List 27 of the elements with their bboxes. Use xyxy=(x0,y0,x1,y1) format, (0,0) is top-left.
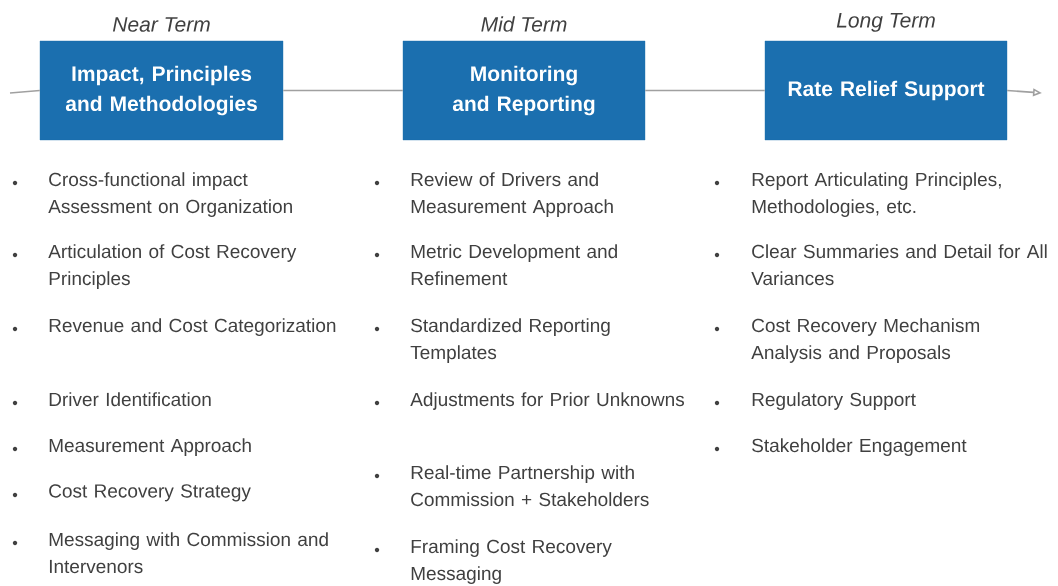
bullet-item: Real-time Partnership with Commission + Stakeholders xyxy=(374,465,649,507)
connector-line xyxy=(282,89,404,92)
bullet-item: Standardized Reporting Templates xyxy=(374,318,610,363)
bullet-item: Report Articulating Principles, Methodologies, etc. xyxy=(714,172,1001,217)
term-heading: Long Term xyxy=(836,13,935,32)
bullet-item: Clear Summaries and Detail for All Variances xyxy=(714,244,1047,286)
term-heading: Mid Term xyxy=(481,16,567,32)
term-box: Monitoring and Reporting xyxy=(402,40,646,141)
bullet-item: Driver Identification xyxy=(12,392,211,407)
bullet-item: Cost Recovery Strategy xyxy=(12,484,251,502)
bullet-item: Framing Cost Recovery Messaging xyxy=(374,539,612,584)
bullet-item: Review of Drivers and Measurement Approach xyxy=(374,172,613,217)
connector-line xyxy=(644,89,766,92)
bullet-item: Regulatory Support xyxy=(714,392,916,410)
bullet-item: Measurement Approach xyxy=(12,438,251,456)
term-box: Rate Relief Support xyxy=(764,40,1008,141)
bullet-item: Metric Development and Refinement xyxy=(374,244,617,286)
bullet-item: Adjustments for Prior Unknowns xyxy=(374,392,684,410)
bullet-item: Cross-functional impact Assessment on Organization xyxy=(12,172,292,217)
bullet-item: Cost Recovery Mechanism Analysis and Proposals xyxy=(714,318,979,363)
term-box: Impact, Principles and Methodologies xyxy=(39,40,284,141)
connector-line xyxy=(9,89,41,94)
bullet-item: Stakeholder Engagement xyxy=(714,438,967,456)
bullet-item: Messaging with Commission and Intervenors xyxy=(12,532,328,574)
bullet-item: Revenue and Cost Categorization xyxy=(12,318,336,336)
bullet-item: Articulation of Cost Recovery Principles xyxy=(12,244,297,289)
term-heading: Near Term xyxy=(112,17,210,32)
